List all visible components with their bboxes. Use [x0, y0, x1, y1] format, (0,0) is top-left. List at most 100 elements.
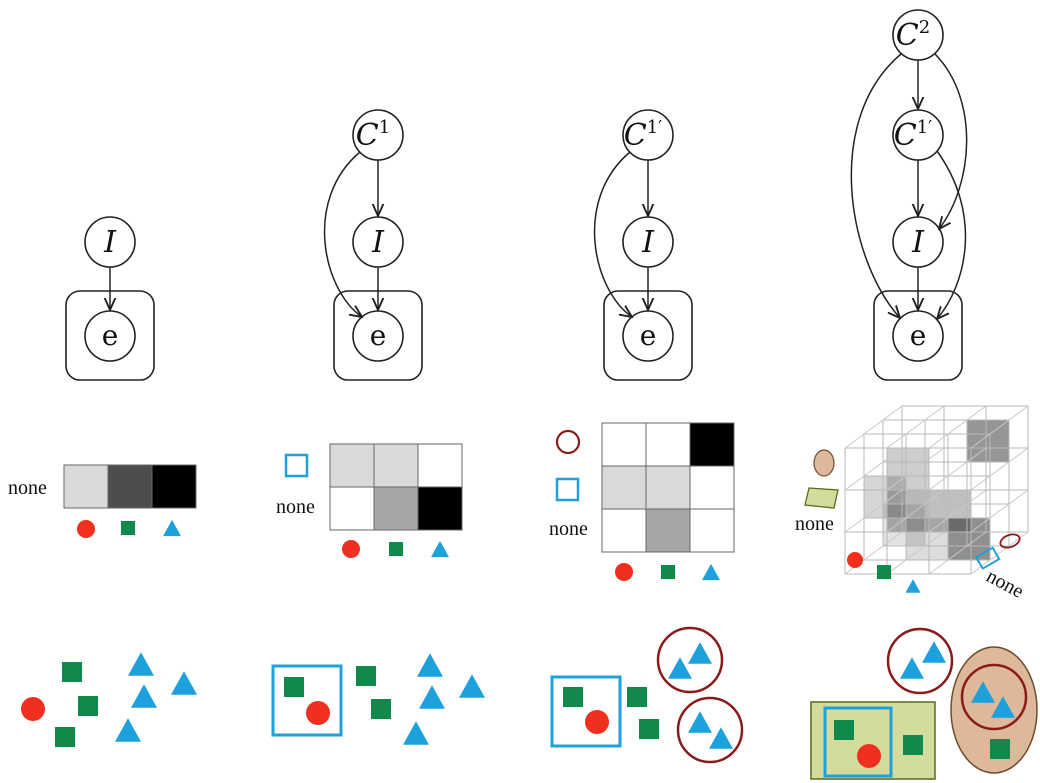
- cube-line: [970, 447, 1029, 491]
- cube-line: [970, 405, 1029, 449]
- cluster-box: [823, 706, 893, 778]
- blue-triangle-icon: [131, 684, 157, 708]
- table-cell: [601, 465, 647, 510]
- table-cell: [63, 464, 109, 509]
- cluster-circle: [886, 627, 954, 695]
- cluster-ellipse: [950, 646, 1038, 774]
- tan-ellipse-icon: [813, 449, 835, 477]
- table-cell: [689, 422, 735, 467]
- table-2-grid: [329, 443, 463, 531]
- blue-triangle-icon: [431, 540, 449, 558]
- cube-line: [928, 489, 987, 533]
- edge-arrow-curved: [850, 53, 901, 318]
- node-label: I: [371, 225, 385, 260]
- table-cell: [373, 486, 419, 531]
- table-cell: [329, 443, 375, 488]
- none-label: none: [549, 518, 588, 540]
- cluster-panel-3: [550, 626, 744, 764]
- none-label: none: [983, 565, 1028, 603]
- blue-triangle-icon: [709, 727, 733, 749]
- node-label: I: [103, 225, 117, 260]
- cube-line: [844, 405, 903, 449]
- cube-cell: [887, 448, 929, 490]
- table-cell: [151, 464, 197, 509]
- green-square-icon: [661, 565, 675, 579]
- table-cell: [601, 422, 647, 467]
- probability-tables: none none none none none: [8, 405, 1029, 603]
- blue-triangle-icon: [417, 653, 443, 677]
- green-square-icon: [877, 565, 891, 579]
- green-square-icon: [284, 677, 304, 697]
- blue-triangle-icon: [688, 642, 712, 664]
- cube-cell: [929, 490, 971, 532]
- blue-triangle-icon: [688, 711, 712, 733]
- table-cell: [417, 486, 463, 531]
- cluster-circle: [676, 696, 744, 764]
- cube-line: [970, 489, 1029, 533]
- green-square-icon: [563, 687, 583, 707]
- node-label: C1′: [624, 117, 663, 153]
- cube-line: [886, 405, 945, 449]
- blue-triangle-icon: [115, 718, 141, 742]
- blue-triangle-icon: [163, 519, 181, 537]
- cube-line: [886, 447, 945, 491]
- blue-triangle-icon: [668, 657, 692, 679]
- blue-triangle-icon: [905, 579, 921, 593]
- red-circle-icon: [342, 540, 360, 558]
- cluster-panel-2: [271, 653, 485, 745]
- node-e-label: e: [370, 319, 387, 352]
- blue-open-square-icon: [974, 546, 1001, 570]
- blue-triangle-icon: [403, 721, 429, 745]
- cube-cell: [864, 476, 906, 518]
- cube-line: [844, 447, 903, 491]
- red-circle-icon: [585, 710, 609, 734]
- cube-line: [970, 531, 1029, 575]
- cube-line: [886, 489, 945, 533]
- cluster-panel-1: [21, 652, 197, 747]
- green-square-icon: [834, 720, 854, 740]
- node-label: I: [641, 225, 655, 260]
- table-cell: [107, 464, 153, 509]
- table-1-grid: [63, 464, 197, 509]
- node-label: I: [911, 225, 925, 260]
- blue-triangle-icon: [922, 641, 946, 663]
- table-cell: [645, 508, 691, 553]
- none-label: none: [8, 477, 47, 499]
- node-label: C2: [896, 17, 930, 53]
- edge-arrow-curved: [934, 53, 968, 229]
- green-square-icon: [121, 521, 135, 535]
- node-e-label: e: [910, 319, 927, 352]
- red-circle-icon: [306, 701, 330, 725]
- blue-open-square-icon: [555, 477, 580, 502]
- green-square-icon: [62, 662, 82, 682]
- red-circle-icon: [615, 563, 633, 581]
- green-square-icon: [627, 687, 647, 707]
- none-label: none: [795, 513, 834, 535]
- blue-open-square-icon: [284, 453, 309, 478]
- green-square-icon: [389, 542, 403, 556]
- green-square-icon: [78, 696, 98, 716]
- cube-line: [928, 447, 987, 491]
- red-circle-icon: [847, 552, 863, 568]
- table-2: none: [276, 443, 463, 558]
- green-square-icon: [903, 735, 923, 755]
- red-circle-icon: [77, 520, 95, 538]
- green-square-icon: [55, 727, 75, 747]
- blue-triangle-icon: [991, 696, 1015, 718]
- cluster-box: [550, 675, 622, 748]
- graphical-model-3: e C1′ I: [593, 109, 693, 381]
- table-cell: [373, 443, 419, 488]
- graphical-model-1: eI: [65, 216, 155, 381]
- green-square-icon: [371, 699, 391, 719]
- node-e-label: e: [102, 319, 119, 352]
- blue-triangle-icon: [128, 652, 154, 676]
- blue-triangle-icon: [900, 657, 924, 679]
- cluster-box: [271, 664, 343, 737]
- cube-cell: [883, 504, 925, 546]
- table-4-cube: none none: [795, 405, 1029, 603]
- none-label: none: [276, 496, 315, 518]
- node-e-label: e: [640, 319, 657, 352]
